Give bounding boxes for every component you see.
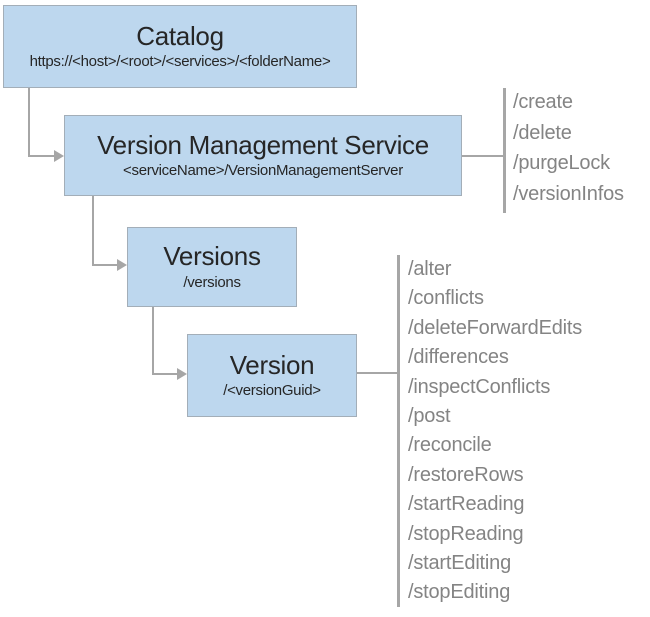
operation-item: /startReading xyxy=(408,493,525,516)
operation-item: /differences xyxy=(408,346,509,369)
catalog-node-title: Catalog xyxy=(136,20,224,51)
operation-item: /versionInfos xyxy=(513,182,624,205)
vms-operations-bracket xyxy=(503,88,506,213)
version-node: Version /<versionGuid> xyxy=(187,334,357,417)
catalog-node: Catalog https://<host>/<root>/<services>… xyxy=(3,5,357,88)
operation-item: /reconcile xyxy=(408,434,492,457)
operation-item: /conflicts xyxy=(408,287,484,310)
version-operations-bracket xyxy=(397,255,400,607)
connector-version-operations xyxy=(357,372,397,374)
version-management-service-title: Version Management Service xyxy=(97,129,429,160)
operation-item: /restoreRows xyxy=(408,463,524,486)
version-node-title: Version xyxy=(229,349,315,380)
connector-versions-version-vertical xyxy=(152,307,154,375)
versions-node-path: /versions xyxy=(183,273,241,291)
arrow-right-icon xyxy=(117,259,127,271)
connector-vms-versions-vertical xyxy=(92,196,94,266)
vms-operations-list: /create /delete /purgeLock /versionInfos xyxy=(513,87,624,209)
versions-node: Versions /versions xyxy=(127,227,297,307)
version-node-path: /<versionGuid> xyxy=(223,382,321,400)
version-management-service-node: Version Management Service <serviceName>… xyxy=(64,115,462,196)
operation-item: /deleteForwardEdits xyxy=(408,316,583,339)
catalog-node-url: https://<host>/<root>/<services>/<folder… xyxy=(29,53,331,71)
connector-versions-version-horizontal xyxy=(152,373,178,375)
operation-item: /alter xyxy=(408,258,452,280)
operation-item: /purgeLock xyxy=(513,152,610,174)
operation-item: /inspectConflicts xyxy=(408,375,551,398)
connector-catalog-vms-vertical xyxy=(28,88,30,157)
operation-item: /stopEditing xyxy=(408,581,511,604)
operation-item: /stopReading xyxy=(408,522,524,545)
version-management-service-path: <serviceName>/VersionManagementServer xyxy=(123,162,403,180)
operation-item: /post xyxy=(408,405,451,428)
operation-item: /startEditing xyxy=(408,552,512,575)
version-operations-list: /alter /conflicts /deleteForwardEdits /d… xyxy=(408,255,582,608)
connector-vms-versions-horizontal xyxy=(92,264,118,266)
operation-item: /create xyxy=(513,91,573,113)
connector-catalog-vms-horizontal xyxy=(28,155,55,157)
operation-item: /delete xyxy=(513,121,572,144)
arrow-right-icon xyxy=(54,150,64,162)
connector-vms-operations xyxy=(462,155,503,157)
versions-node-title: Versions xyxy=(163,241,261,272)
arrow-right-icon xyxy=(177,368,187,380)
